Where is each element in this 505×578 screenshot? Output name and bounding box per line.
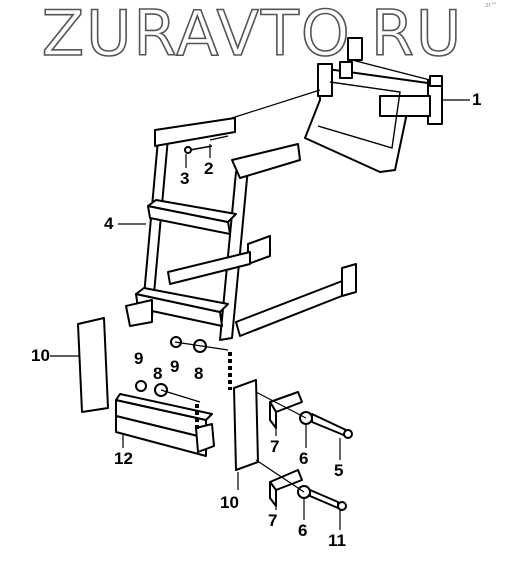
callout-9-upper: 9 [170, 357, 180, 376]
part-12-step [115, 393, 215, 457]
callout-10-bottom: 10 [220, 493, 239, 512]
assembly-lines [160, 89, 321, 430]
callout-5: 5 [334, 461, 344, 480]
callout-8-lower: 8 [153, 364, 163, 383]
callout-11: 11 [328, 531, 346, 550]
part-1-bracket [304, 37, 443, 173]
callout-7-lower: 7 [268, 511, 278, 530]
callout-7-upper: 7 [270, 437, 280, 456]
callout-3: 3 [180, 169, 190, 188]
leader-lines [50, 99, 470, 530]
callout-8-upper: 8 [194, 364, 204, 383]
callout-10-left: 10 [31, 346, 50, 365]
watermark-logo: ZURAVTO.RU [41, 0, 464, 70]
corner-mark: zr™ [485, 2, 497, 9]
callout-6-lower: 6 [298, 521, 308, 540]
part-4-ladder [125, 117, 357, 341]
callout-2: 2 [204, 159, 214, 178]
part-10-plates [77, 317, 259, 471]
callout-9-lower: 9 [134, 349, 144, 368]
callout-6-upper: 6 [299, 449, 309, 468]
callout-1: 1 [472, 90, 482, 109]
bolts-2-3 [184, 135, 229, 154]
callout-12: 12 [114, 449, 133, 468]
callout-4: 4 [104, 214, 114, 233]
